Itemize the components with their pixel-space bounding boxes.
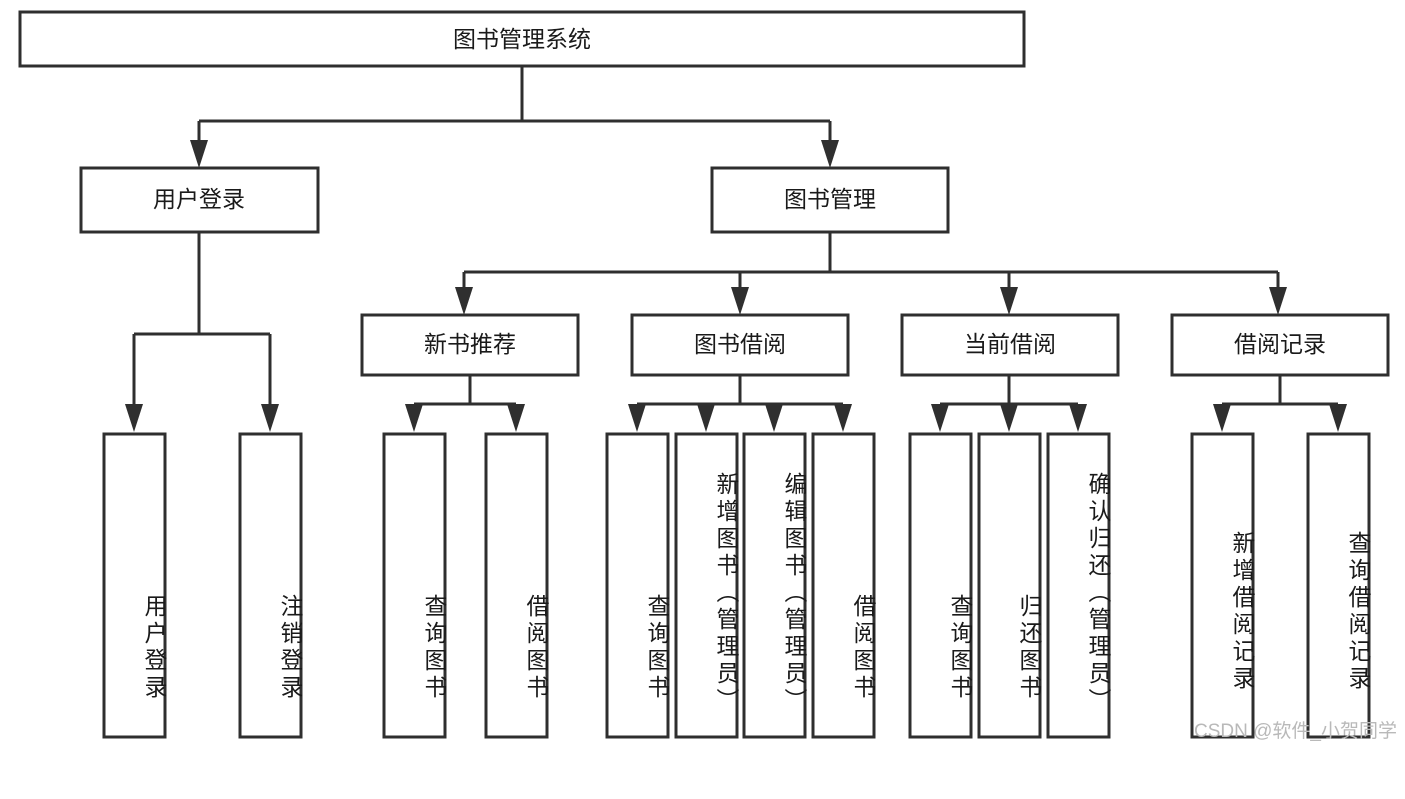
leaf-rect-new-book-1[interactable] <box>382 432 447 739</box>
leaf-rect-user-login-2[interactable] <box>238 432 303 739</box>
connector-new-book-to-leaves <box>405 375 525 432</box>
node-root-book-management-system[interactable]: 图书管理系统 <box>18 10 1026 68</box>
node-borrow-record-rect <box>1170 313 1390 377</box>
arrow-icon-borrow-record-leaf-1 <box>1213 404 1231 432</box>
arrow-icon-book-mgmt-child-2 <box>731 287 749 315</box>
node-user-login-rect <box>79 166 320 234</box>
arrow-icon-book-mgmt-child-1 <box>455 287 473 315</box>
node-new-book-recommend-label: 新书推荐 <box>424 331 516 357</box>
node-book-borrow-label: 图书借阅 <box>694 331 786 357</box>
leaf-rect-new-book-2[interactable] <box>484 432 549 739</box>
leaf-rect-book-borrow-2[interactable] <box>674 432 739 739</box>
arrow-icon-book-mgmt-child-3 <box>1000 287 1018 315</box>
connector-borrow-record-to-leaves <box>1213 375 1347 432</box>
node-current-borrow-label: 当前借阅 <box>964 331 1056 357</box>
connector-root-to-level2 <box>190 66 839 168</box>
leaf-rect-current-borrow-2[interactable] <box>977 432 1042 739</box>
node-user-login[interactable]: 用户登录 <box>79 166 320 234</box>
node-new-book-recommend-rect <box>360 313 580 377</box>
node-root-rect <box>18 10 1026 68</box>
leaf-rect-borrow-record-2[interactable] <box>1306 432 1371 739</box>
arrow-icon-root-to-book-mgmt <box>821 140 839 168</box>
arrow-icon-current-borrow-leaf-3 <box>1069 404 1087 432</box>
connector-current-borrow-to-leaves <box>931 375 1087 432</box>
node-book-borrow-rect <box>630 313 850 377</box>
node-new-book-recommend[interactable]: 新书推荐 <box>360 313 580 377</box>
node-current-borrow[interactable]: 当前借阅 <box>900 313 1120 377</box>
node-root-label: 图书管理系统 <box>453 26 591 52</box>
leaf-rect-book-borrow-4[interactable] <box>811 432 876 739</box>
arrow-icon-new-book-leaf-2 <box>507 404 525 432</box>
node-current-borrow-rect <box>900 313 1120 377</box>
flowchart-svg: 图书管理系统 用户登录 图书管理 新书推荐 图书借阅 当前借阅 借阅记录 <box>18 10 1390 739</box>
leaf-rect-user-login-1[interactable] <box>102 432 167 739</box>
diagram-canvas-root: 图书管理系统 用户登录 图书管理 新书推荐 图书借阅 当前借阅 借阅记录 <box>18 10 1397 742</box>
arrow-icon-book-borrow-leaf-2 <box>697 404 715 432</box>
arrow-icon-user-login-leaf-1 <box>125 404 143 432</box>
node-book-management[interactable]: 图书管理 <box>710 166 950 234</box>
leaf-rect-current-borrow-1[interactable] <box>908 432 973 739</box>
leaf-rect-current-borrow-3[interactable] <box>1046 432 1111 739</box>
csdn-watermark: CSDN @软件_小贺同学 <box>1194 721 1397 742</box>
arrow-icon-new-book-leaf-1 <box>405 404 423 432</box>
arrow-icon-book-borrow-leaf-3 <box>765 404 783 432</box>
arrow-icon-user-login-leaf-2 <box>261 404 279 432</box>
arrow-icon-book-mgmt-child-4 <box>1269 287 1287 315</box>
leaf-rect-book-borrow-3[interactable] <box>742 432 807 739</box>
connector-user-login-to-leaves <box>125 232 279 432</box>
arrow-icon-root-to-user-login <box>190 140 208 168</box>
arrow-icon-current-borrow-leaf-1 <box>931 404 949 432</box>
node-book-borrow[interactable]: 图书借阅 <box>630 313 850 377</box>
leaf-rect-borrow-record-1[interactable] <box>1190 432 1255 739</box>
arrow-icon-current-borrow-leaf-2 <box>1000 404 1018 432</box>
node-book-management-label: 图书管理 <box>784 186 876 212</box>
arrow-icon-book-borrow-leaf-1 <box>628 404 646 432</box>
connector-book-borrow-to-leaves <box>628 375 852 432</box>
connector-book-mgmt-to-level3 <box>455 232 1287 315</box>
arrow-icon-borrow-record-leaf-2 <box>1329 404 1347 432</box>
node-user-login-label: 用户登录 <box>153 186 245 212</box>
leaf-rect-book-borrow-1[interactable] <box>605 432 670 739</box>
node-book-management-rect <box>710 166 950 234</box>
node-borrow-record-label: 借阅记录 <box>1234 331 1326 357</box>
node-borrow-record[interactable]: 借阅记录 <box>1170 313 1390 377</box>
arrow-icon-book-borrow-leaf-4 <box>834 404 852 432</box>
